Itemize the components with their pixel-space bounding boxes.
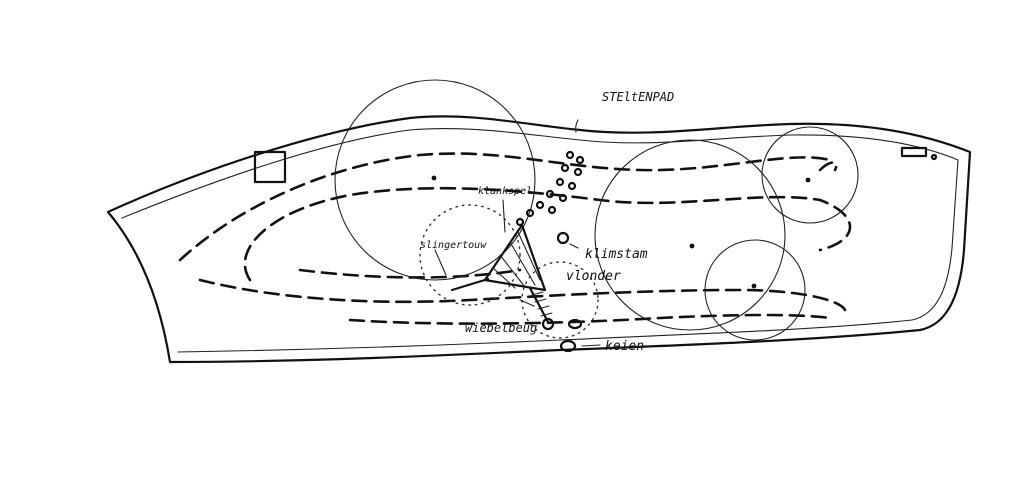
vlonder-platform [450, 223, 547, 292]
tree-canopies [334, 79, 859, 341]
square-feature [253, 150, 287, 184]
tree-canopy-4 [704, 239, 806, 341]
label-arrows [434, 119, 601, 347]
label-wiebelbeug: wiebelbeug [465, 321, 537, 335]
tree-canopy-2 [594, 139, 786, 331]
site-outline [106, 115, 972, 364]
label-klankspel: klankspel [478, 186, 532, 197]
dots [431, 175, 811, 289]
stepping-posts [515, 150, 585, 227]
tree-canopy-1 [334, 79, 536, 281]
dashed-paths [178, 152, 852, 325]
label-keien: keien [605, 339, 644, 354]
label-klimstam: klimstam [585, 247, 648, 262]
tree-canopy-3 [761, 126, 859, 224]
keien-stones [559, 318, 583, 353]
dotted-circles [419, 204, 599, 339]
bench-feature [900, 146, 928, 158]
klimstam-circle [556, 231, 570, 245]
label-vlonder: vlonder [566, 269, 621, 284]
label-steltenpad: STEltENPAD [602, 90, 674, 104]
wiebelbrug [528, 286, 555, 331]
label-slingertouw: slingertouw [420, 240, 487, 251]
